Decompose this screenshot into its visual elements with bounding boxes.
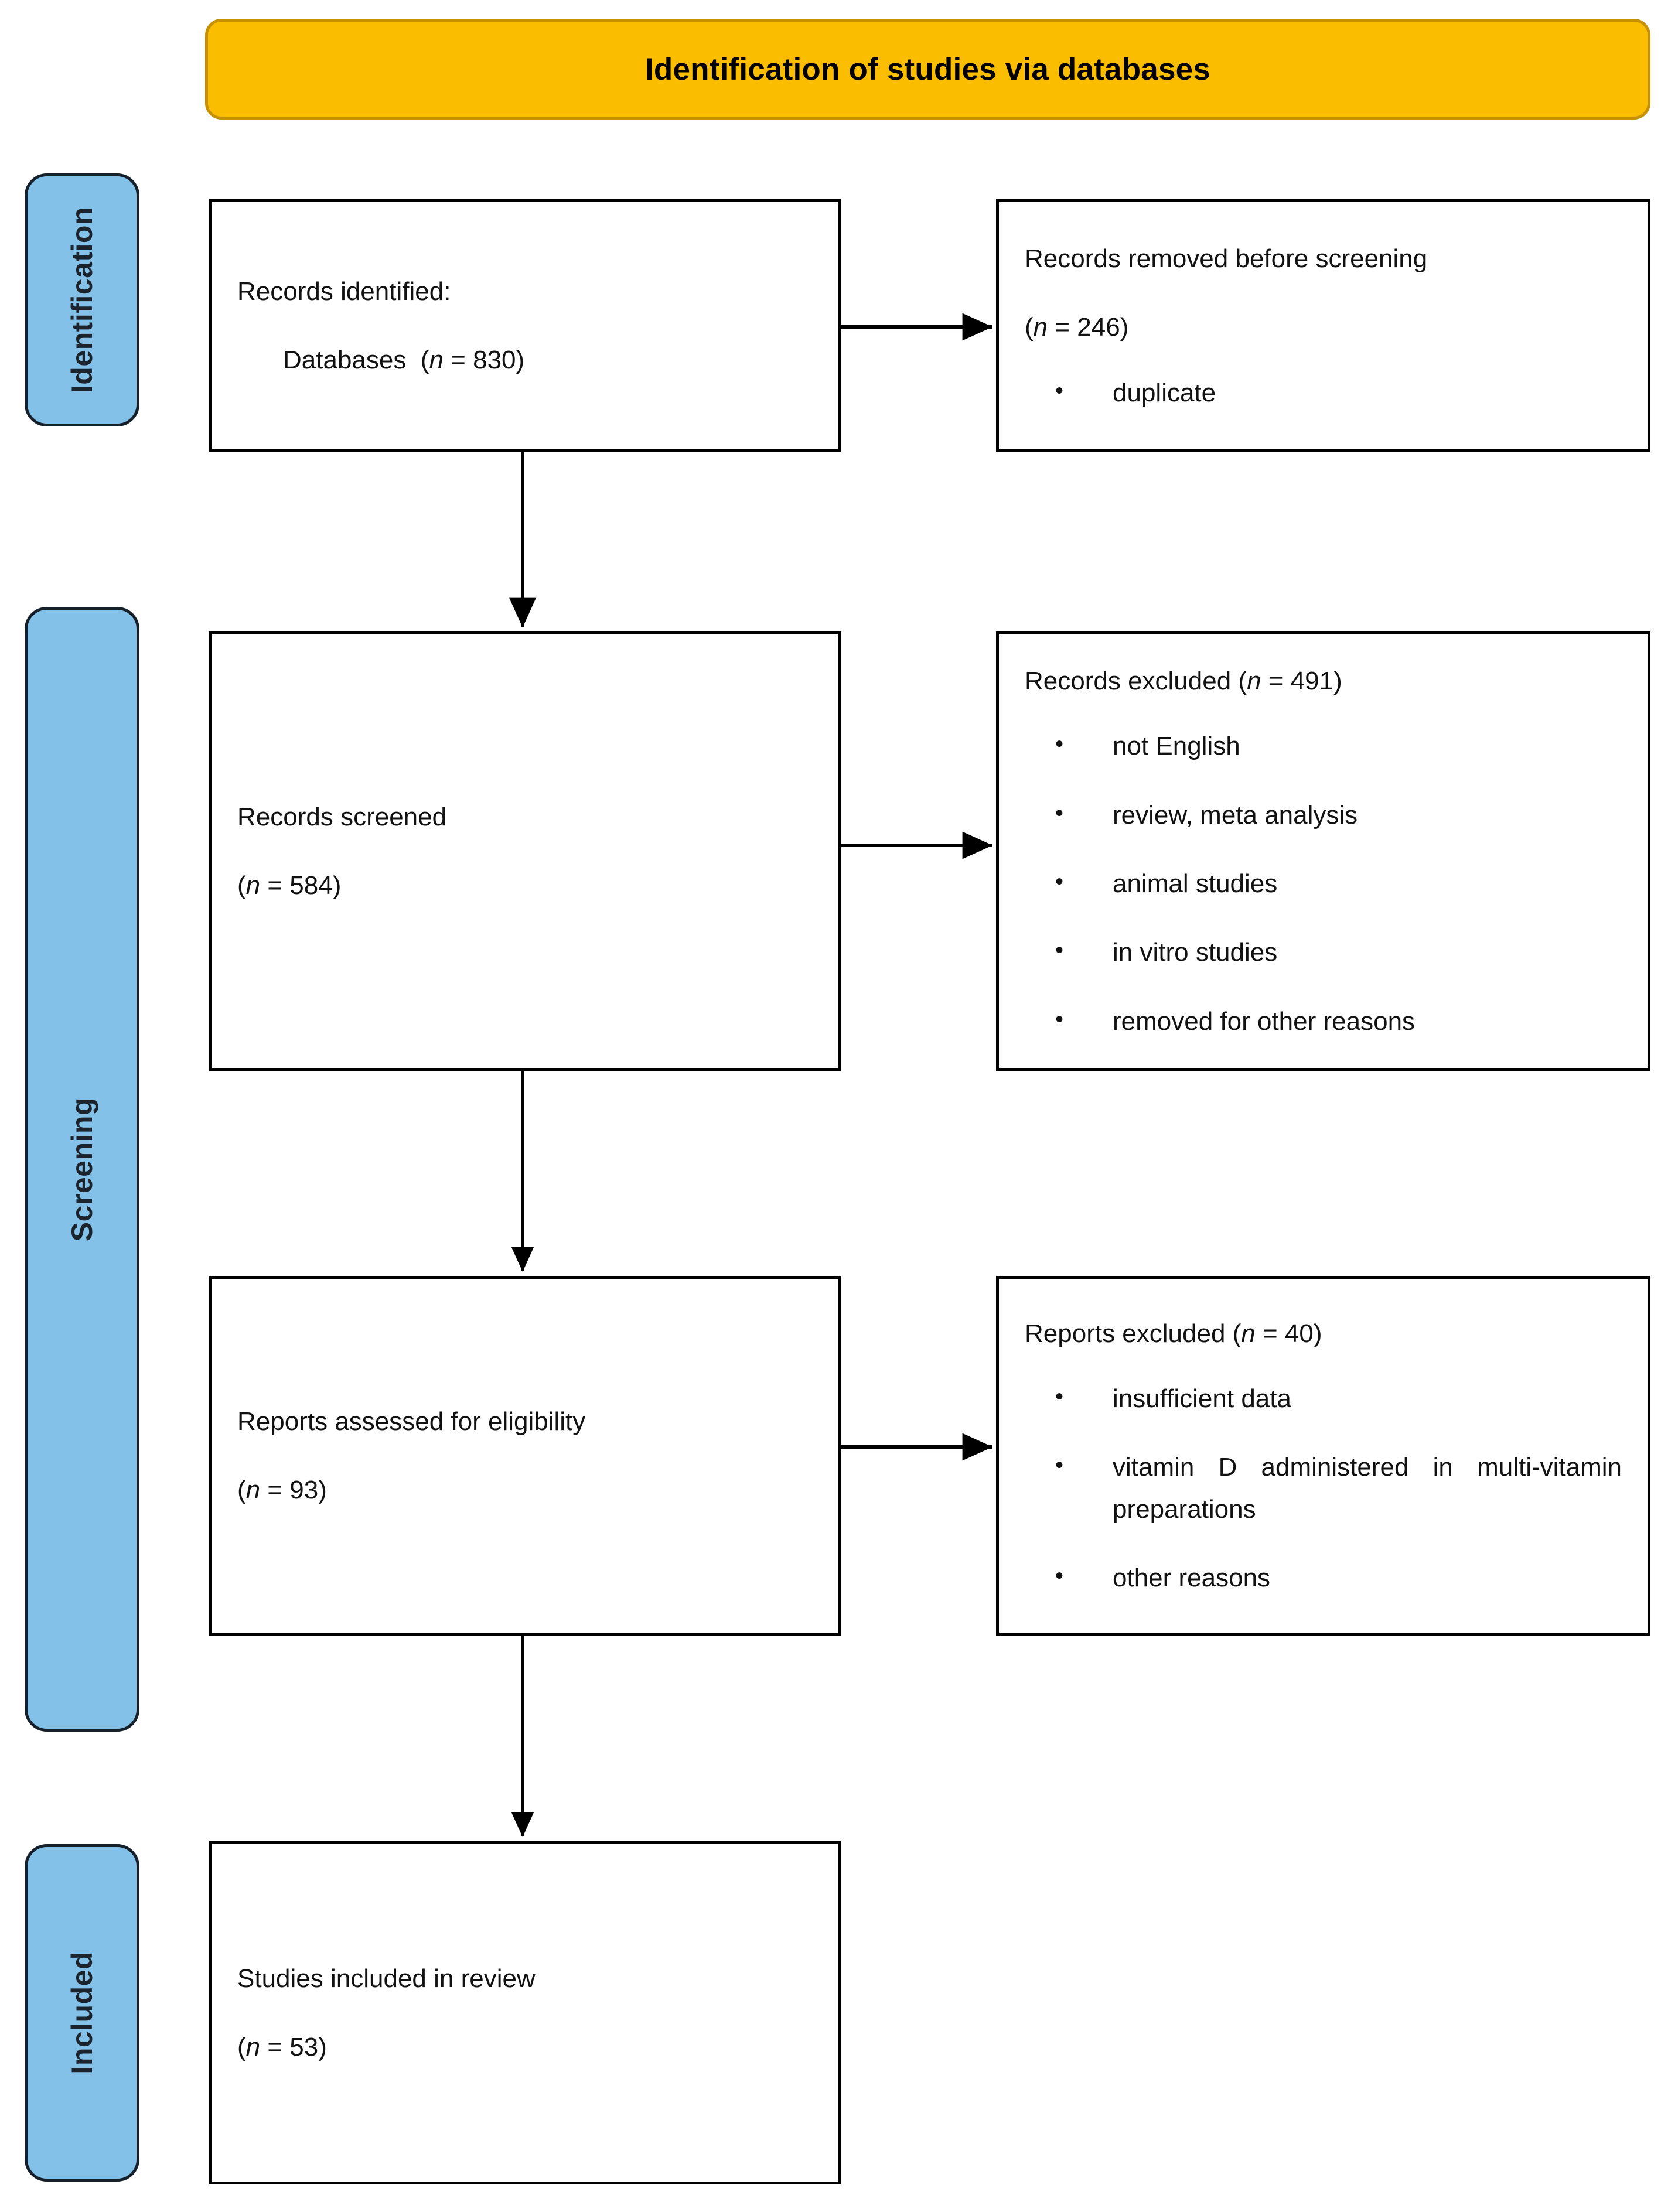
records-excluded-title: Records excluded (n = 491) (1025, 660, 1622, 702)
stage-pill-identification: Identification (25, 173, 139, 426)
reports-eligibility-n-value: = 93 (260, 1476, 319, 1504)
studies-included-n-value: = 53 (260, 2033, 319, 2061)
n-italic: n (245, 1476, 261, 1504)
list-item: review, meta analysis (1025, 794, 1622, 836)
records-excluded-title-prefix: Records excluded ( (1025, 667, 1247, 696)
list-item: removed for other reasons (1025, 1001, 1622, 1042)
records-screened-title: Records screened (237, 802, 447, 831)
list-item: insufficient data (1025, 1378, 1622, 1419)
list-item: animal studies (1025, 863, 1622, 904)
box-reports-assessed-for-eligibility: Reports assessed for eligibility (n = 93… (209, 1276, 841, 1636)
page-title: Identification of studies via databases (645, 52, 1210, 87)
reports-eligibility-title: Reports assessed for eligibility (237, 1407, 586, 1436)
reports-excluded-title-suffix: = 40) (1255, 1319, 1322, 1348)
box-records-excluded: Records excluded (n = 491) not English r… (996, 631, 1650, 1071)
records-removed-count: (n = 246) (1025, 313, 1129, 342)
list-item: not English (1025, 725, 1622, 767)
box-reports-excluded: Reports excluded (n = 40) insufficient d… (996, 1276, 1650, 1636)
list-item: in vitro studies (1025, 931, 1622, 973)
n-italic: n (1033, 313, 1048, 342)
stage-label-identification: Identification (66, 206, 98, 394)
n-italic: n (429, 346, 444, 374)
n-italic: n (245, 871, 261, 900)
stage-label-included: Included (66, 1951, 98, 2074)
stage-label-screening: Screening (66, 1097, 98, 1242)
n-italic: n (1241, 1319, 1256, 1348)
box-records-removed: Records removed before screening (n = 24… (996, 199, 1650, 452)
studies-included-title: Studies included in review (237, 1964, 536, 1993)
records-excluded-reason-list: not English review, meta analysis animal… (1025, 702, 1622, 1042)
records-excluded-title-suffix: = 491) (1261, 667, 1342, 696)
records-screened-count: (n = 584) (237, 871, 342, 900)
reports-eligibility-count: (n = 93) (237, 1476, 327, 1504)
reports-excluded-reason-list: insufficient data vitamin D administered… (1025, 1354, 1622, 1599)
n-italic: n (1247, 667, 1261, 696)
records-removed-title: Records removed before screening (1025, 244, 1428, 274)
list-item: duplicate (1025, 372, 1622, 414)
box-studies-included: Studies included in review (n = 53) (209, 1841, 841, 2184)
list-item: other reasons (1025, 1557, 1622, 1599)
stage-pill-included: Included (25, 1844, 139, 2182)
reports-excluded-title: Reports excluded (n = 40) (1025, 1313, 1622, 1354)
records-removed-reason-list: duplicate (1025, 349, 1622, 414)
n-italic: n (245, 2033, 261, 2061)
list-item: vitamin D administered in multi-vitamin … (1025, 1446, 1622, 1530)
records-identified-source: Databases (n = 830) (283, 346, 525, 374)
box-records-identified: Records identified: Databases (n = 830) (209, 199, 841, 452)
stage-pill-screening: Screening (25, 607, 139, 1732)
records-screened-n-value: = 584 (260, 871, 333, 900)
studies-included-count: (n = 53) (237, 2033, 327, 2061)
records-identified-source-label: Databases (283, 346, 407, 374)
records-removed-n-value: = 246 (1048, 313, 1120, 342)
records-identified-title: Records identified: (237, 276, 451, 306)
reports-excluded-title-prefix: Reports excluded ( (1025, 1319, 1242, 1348)
records-identified-n-value: = 830 (443, 346, 516, 374)
header-banner: Identification of studies via databases (205, 19, 1650, 120)
box-records-screened: Records screened (n = 584) (209, 631, 841, 1071)
